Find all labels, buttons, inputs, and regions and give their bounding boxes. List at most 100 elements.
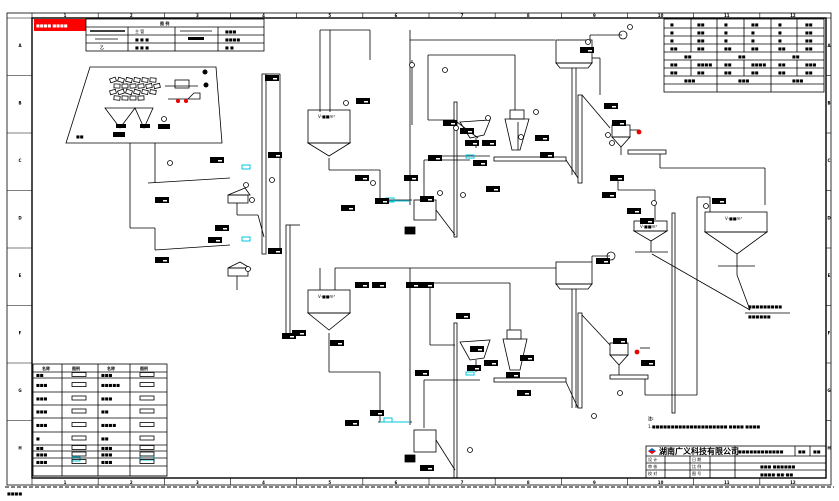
grid-column-label: 6 (395, 480, 398, 485)
legend-header: 图 例 (160, 20, 169, 26)
legend-symbol (71, 408, 87, 414)
legend-item-name: ■■■ (36, 452, 48, 457)
instrument-tag (155, 257, 169, 263)
spec-cell: ■■ (751, 46, 759, 51)
spec-cell: ■ (670, 30, 674, 35)
instrument-tag (641, 360, 655, 366)
legend-item-name: ■■■ (101, 460, 113, 465)
equipment-number-bubble (269, 177, 275, 183)
drawing-name: ■■■ ■■■■■■ (760, 464, 796, 469)
equipment-number-bubble (343, 100, 349, 106)
grid-row-label: F (19, 330, 22, 335)
spec-cell: ■■ (778, 62, 786, 67)
legend-item-name: ■■■■■ (101, 383, 120, 388)
outlet-label-2: ■■■■■■ (748, 314, 771, 319)
instrument-tag (712, 198, 726, 204)
legend-symbol (71, 459, 87, 464)
instrument-tag (404, 175, 418, 181)
legend-symbol (71, 445, 87, 450)
grid-row-label: E (828, 273, 831, 278)
spec-cell: ■■ (805, 46, 813, 51)
grid-column-label: 6 (395, 13, 398, 18)
grid-column-label: 11 (724, 13, 730, 18)
tank-big-label: V-■■m³ (725, 216, 742, 221)
svg-text:■■■■: ■■■■ (225, 37, 240, 42)
spec-group: ■■ (738, 54, 746, 59)
grid-column-label: 9 (593, 13, 596, 18)
spec-cell: ■■ (697, 22, 705, 27)
notes-text: 1.■■■■■■■■■■■■■■■■■■■■ ■■■■ ■■■■ (648, 424, 760, 429)
spec-cell: ■■ (697, 38, 705, 43)
instrument-tag (370, 410, 384, 416)
instrument-tag (456, 313, 470, 319)
grid-row-label: A (18, 43, 22, 48)
equipment-number-bubble (249, 197, 255, 203)
legend-header: 名称 (107, 365, 115, 371)
grid-column-label: 10 (658, 480, 664, 485)
equipment-number-bubbles (167, 24, 709, 453)
instrument-tag (355, 175, 369, 181)
instrument-tag (215, 225, 229, 231)
grid-column-label: 5 (328, 480, 331, 485)
spec-cell: ■■ (805, 22, 813, 27)
legend-item-name: ■■■ (36, 409, 48, 414)
grid-row-label: G (827, 388, 830, 393)
equipment-number-bubble (627, 24, 633, 30)
svg-text:校 对: 校 对 (648, 470, 657, 476)
spec-cell: ■■ (724, 70, 732, 75)
grid-row-label: H (18, 445, 21, 450)
grid-column-label: 11 (724, 480, 730, 485)
instrument-tag (355, 282, 369, 288)
spec-cell: ■■ (751, 70, 759, 75)
instrument-tag (356, 98, 370, 104)
spec-cell: ■■ (805, 38, 813, 43)
outer-frame (6, 12, 832, 486)
grid-column-label: 5 (328, 13, 331, 18)
spec-cell: ■ (670, 22, 674, 27)
revision-stamp (34, 19, 86, 31)
instrument-tag (467, 365, 481, 371)
spec-cell: ■■ (697, 30, 705, 35)
grid-column-label: 7 (461, 13, 464, 18)
equipment-number-bubble (518, 134, 524, 140)
spec-footer: ■■■ (792, 78, 804, 83)
svg-text:设 计: 设 计 (648, 456, 657, 462)
spec-cell: ■■■■ (697, 62, 712, 67)
spec-cell: ■ (778, 30, 782, 35)
instrument-tag (486, 186, 500, 192)
tank-small-label: V-■■m³ (640, 224, 657, 229)
spec-footer: ■■■ (684, 78, 696, 83)
spec-footer: ■■■ (738, 78, 750, 83)
instrument-tag (506, 372, 520, 378)
instrument-tag (540, 152, 554, 158)
grid-row-label: B (18, 100, 21, 105)
raw-material-yard: ■■ (65, 66, 223, 144)
spec-cell: ■■ (697, 46, 705, 51)
instrument-tag (535, 135, 549, 141)
legend-symbol (71, 382, 87, 387)
svg-text:■■: ■■ (76, 134, 84, 139)
spec-cell: ■ (778, 38, 782, 43)
spec-cell: ■ (751, 38, 755, 43)
instrument-tag (420, 282, 434, 288)
instrument-tag (484, 360, 498, 366)
silo-1-label: V-■■m³ (318, 114, 335, 119)
legend-symbol (139, 435, 155, 441)
instrument-tag (465, 140, 479, 146)
instrument-tag (604, 103, 618, 109)
grid-row-label: D (827, 215, 831, 220)
grid-row-label: A (827, 43, 831, 48)
drawing-number: ■■■■-■■-■■ (760, 472, 793, 477)
grid-column-label: 2 (130, 13, 133, 18)
spec-cell: ■ (724, 22, 728, 27)
spec-cell: ■■ (805, 30, 813, 35)
equipment-number-bubble (609, 140, 615, 146)
legend-symbol (139, 408, 155, 414)
legend-item-name: ■■ (36, 446, 44, 451)
legend-item-name: ■■■ (36, 460, 48, 465)
spec-cell: ■■ (670, 46, 678, 51)
svg-text:日 期: 日 期 (692, 456, 701, 462)
grid-column-label: 10 (658, 13, 664, 18)
